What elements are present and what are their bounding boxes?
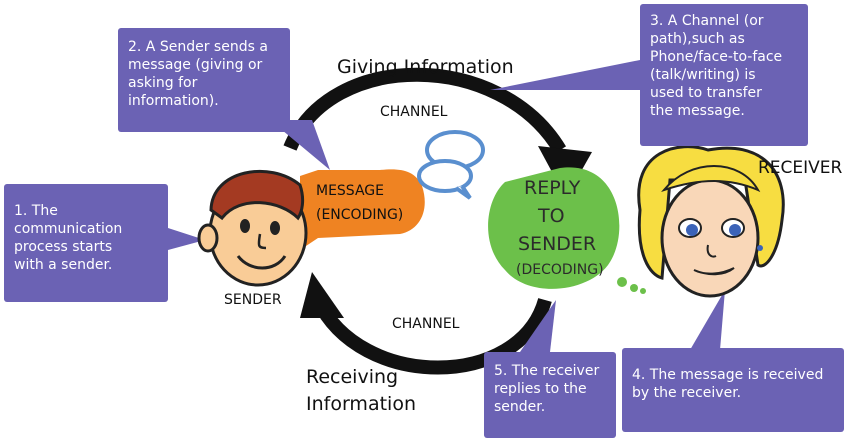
callout-3: 3. A Channel (or path),such as Phone/fac…	[640, 4, 808, 146]
receiving-label-line-1: Receiving	[306, 366, 399, 388]
callout-2-line: message (giving or	[128, 57, 263, 73]
callout-5-line: replies to the	[494, 381, 587, 397]
sender-face-icon	[197, 169, 308, 287]
sender-label: SENDER	[224, 292, 282, 308]
callout-1-line: process starts	[14, 239, 113, 255]
thought-dot-3	[640, 288, 646, 294]
receiving-label-line-2: Information	[306, 393, 416, 415]
top-channel-arrow	[283, 67, 566, 154]
callout-4-line: by the receiver.	[632, 385, 742, 401]
callout-1: 1. The communication process starts with…	[4, 184, 168, 302]
callout-5-line: 5. The receiver	[494, 363, 600, 379]
callout-3-line: (talk/writing) is	[650, 67, 756, 83]
thought-dot-2	[630, 284, 638, 292]
callout-3-line: used to transfer	[650, 85, 762, 101]
callout-3-line: path),such as	[650, 31, 745, 47]
callout-2: 2. A Sender sends a message (giving or a…	[118, 28, 290, 132]
callout-4-tail	[690, 290, 725, 350]
chat-bubbles-icon	[417, 130, 485, 200]
reply-bubble	[488, 167, 620, 289]
callout-4-line: 4. The message is received	[632, 367, 824, 383]
callout-2-line: 2. A Sender sends a	[128, 39, 268, 55]
bottom-arrowhead	[300, 272, 344, 318]
encoding-label: (ENCODING)	[316, 207, 404, 223]
message-label: MESSAGE	[316, 183, 384, 199]
bottom-channel-arrow	[311, 296, 552, 375]
callout-5: 5. The receiver replies to the sender.	[484, 352, 616, 438]
reply-label: REPLY	[524, 177, 581, 199]
giving-information-label: Giving Information	[337, 56, 514, 78]
callout-1-tail	[168, 228, 205, 250]
callout-3-line: Phone/face-to-face	[650, 49, 783, 65]
decoding-label: (DECODING)	[516, 262, 604, 278]
receiver-label: RECEIVER	[758, 158, 843, 178]
callout-1-line: with a sender.	[14, 257, 113, 273]
receiver-face-icon	[637, 145, 785, 298]
to-label: TO	[538, 205, 565, 227]
callout-5-line: sender.	[494, 399, 546, 415]
callout-3-tail	[490, 60, 640, 90]
thought-dot-1	[617, 277, 627, 287]
callout-1-line: 1. The	[14, 203, 58, 219]
callout-5-tail	[520, 300, 556, 352]
callout-3-line: 3. A Channel (or	[650, 13, 764, 29]
callout-3-line: the message.	[650, 103, 745, 119]
callout-4: 4. The message is received by the receiv…	[622, 348, 844, 432]
callout-2-line: information).	[128, 93, 219, 109]
message-bubble	[300, 169, 425, 250]
callout-2-tail	[270, 120, 330, 170]
sender-reply-label: SENDER	[518, 233, 597, 255]
callout-1-line: communication	[14, 221, 123, 237]
channel-bottom-label: CHANNEL	[392, 316, 460, 332]
channel-top-label: CHANNEL	[380, 104, 448, 120]
callout-2-line: asking for	[128, 75, 198, 91]
